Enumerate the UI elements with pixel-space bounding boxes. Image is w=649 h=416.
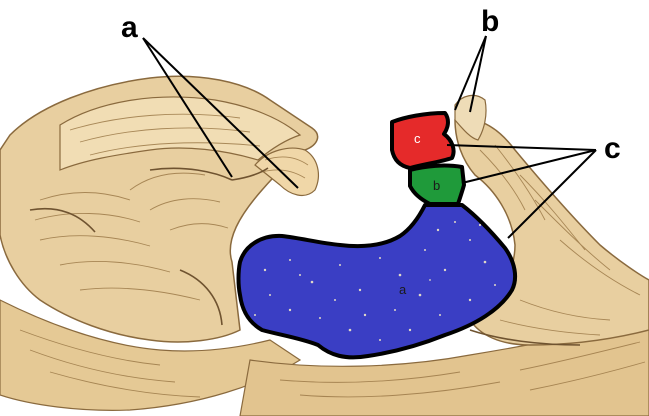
region-b-label: b bbox=[433, 178, 440, 193]
label-a: a bbox=[121, 11, 138, 44]
region-c-label: c bbox=[414, 131, 421, 146]
label-b: b bbox=[481, 5, 499, 38]
region-c-shape bbox=[392, 113, 454, 168]
label-c: c bbox=[604, 132, 621, 165]
region-a-label: a bbox=[399, 282, 407, 297]
